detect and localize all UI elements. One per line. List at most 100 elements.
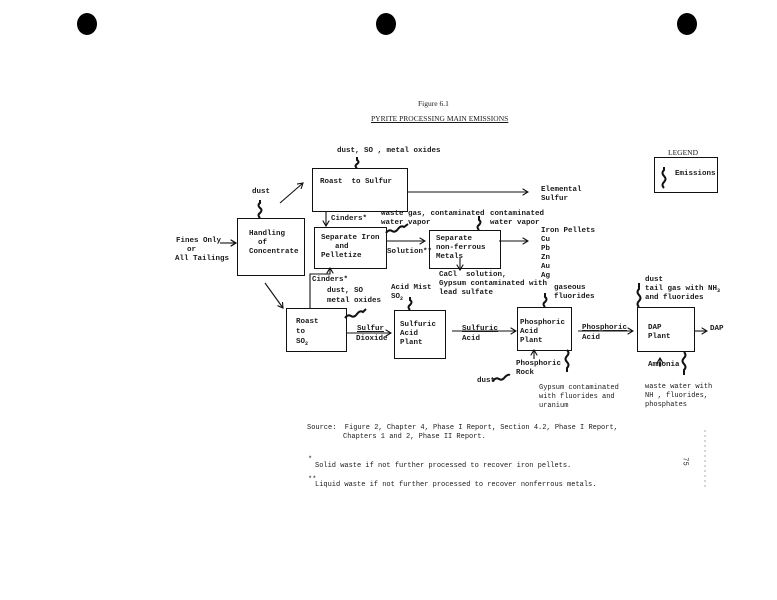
legend-heading: LEGEND bbox=[668, 148, 698, 157]
feed-label-2: or bbox=[187, 246, 197, 254]
solution-label: Solution** bbox=[387, 248, 433, 256]
emission-nonferrous-bottom-1: CaCl solution, bbox=[439, 271, 507, 279]
emission-phosphoric-dust: dust bbox=[477, 377, 496, 385]
source-line-1: Source: Figure 2, Chapter 4, Phase I Rep… bbox=[307, 424, 618, 432]
binder-hole-left bbox=[77, 13, 97, 35]
sulfuric-line1: Sulfuric bbox=[400, 321, 437, 329]
emission-roast-sulfur-text: dust, SO , metal oxides bbox=[337, 147, 441, 155]
feed-label-3: All Tailings bbox=[175, 255, 230, 263]
emission-nonferrous-top bbox=[476, 216, 482, 231]
emission-handling-label: dust bbox=[252, 188, 271, 196]
box-roast-to-sulfur bbox=[312, 168, 408, 212]
footnote-2-mark: ** bbox=[308, 476, 317, 484]
sulfuric-acid-label-1: Sulfuric bbox=[462, 325, 499, 333]
emission-sulfuric-2: SO2 bbox=[391, 293, 404, 302]
sulfuric-acid-label-2: Acid bbox=[462, 335, 481, 343]
emission-nonferrous-bottom-2: Gypsum contaminated with bbox=[439, 280, 548, 288]
phosphoric-rock-label-1: Phosphoric bbox=[516, 360, 562, 368]
legend-item-label: Emissions bbox=[675, 170, 716, 178]
metal-cu: Cu bbox=[541, 236, 551, 244]
box-phosphoric-acid-plant bbox=[517, 307, 572, 351]
emission-dap-top-text: tail gas with NH bbox=[645, 285, 718, 293]
box-handling-concentrate bbox=[237, 218, 305, 276]
emission-nonferrous-top-1: contaminated bbox=[490, 210, 545, 218]
ammonia-label: Ammonia bbox=[648, 361, 680, 369]
emission-separate-iron-2: water vapor bbox=[381, 219, 431, 227]
emission-sulfuric-so2: SO bbox=[391, 293, 401, 301]
roast-so2-line1: Roast bbox=[296, 318, 319, 326]
emission-nonferrous-bottom-3: lead sulfate bbox=[439, 289, 494, 297]
emission-dap-top bbox=[636, 283, 642, 308]
emission-arrows bbox=[257, 157, 687, 382]
emission-phosphoric-bottom-2: with fluorides and bbox=[539, 393, 615, 401]
metal-au: Au bbox=[541, 263, 551, 271]
footnote-2: Liquid waste if not further processed to… bbox=[315, 481, 597, 489]
emission-nonferrous-top-2: water vapor bbox=[490, 219, 540, 227]
emission-dap-top-2: tail gas with NH3 bbox=[645, 285, 721, 294]
emission-roast-sulfur-label: dust, SO , metal oxides bbox=[337, 147, 441, 156]
feed-label-1: Fines Only bbox=[176, 237, 222, 245]
box-separate-nonferrous bbox=[429, 230, 501, 269]
cinders-bottom-label: Cinders* bbox=[312, 276, 349, 284]
handling-line2: of bbox=[258, 239, 268, 247]
arrow-handling-roast-sulfur bbox=[279, 183, 303, 204]
emission-sulfuric-1: Acid Mist bbox=[391, 284, 432, 292]
roast-so2-line2: to bbox=[296, 328, 306, 336]
nonferrous-line2: non-ferrous bbox=[436, 244, 486, 252]
emission-legend-icon bbox=[661, 167, 667, 189]
sulfur-dioxide-label-1: Sulfur bbox=[357, 325, 385, 333]
emission-roast-so2-2: metal oxides bbox=[327, 297, 382, 305]
figure-number: Figure 6.1 bbox=[418, 99, 449, 108]
elemental-sulfur-1: Elemental bbox=[541, 186, 582, 194]
roast-so2-text: SO bbox=[296, 338, 306, 346]
emission-phosphoric-bottom-1: Gypsum contaminated bbox=[539, 384, 619, 392]
source-line-2: Chapters 1 and 2, Phase II Report. bbox=[343, 433, 486, 441]
box-sulfuric-acid-plant bbox=[394, 310, 446, 359]
roast-sulfur-label: Roast to Sulfur bbox=[320, 178, 393, 186]
footnote-1: Solid waste if not further processed to … bbox=[315, 462, 572, 470]
phosphoric-acid-label-1: Phosphoric bbox=[582, 324, 628, 332]
cinders-top-label: Cinders* bbox=[331, 215, 368, 223]
phosphoric-rock-label-2: Rock bbox=[516, 369, 535, 377]
phosphoric-line1: Phosphoric bbox=[520, 319, 566, 327]
emission-dap-bottom-2: NH , fluorides, bbox=[645, 392, 709, 400]
nonferrous-line1: Separate bbox=[436, 235, 473, 243]
emission-dap-bottom-1: waste water with bbox=[645, 383, 713, 391]
separate-iron-line3: Pelletize bbox=[321, 252, 362, 260]
emission-dap-top-3: and fluorides bbox=[645, 294, 704, 302]
phosphoric-line3: Plant bbox=[520, 337, 543, 345]
figure-title: PYRITE PROCESSING MAIN EMISSIONS bbox=[371, 114, 509, 123]
sulfur-dioxide-label-2: Dioxide bbox=[356, 335, 388, 343]
binder-hole-center bbox=[376, 13, 396, 35]
emission-dap-bottom-3: phosphates bbox=[645, 401, 688, 409]
emission-separate-iron bbox=[385, 223, 409, 234]
legend-box bbox=[654, 157, 718, 193]
emission-sulfuric bbox=[407, 297, 413, 311]
box-dap-plant bbox=[637, 307, 695, 352]
iron-pellets: Iron Pellets bbox=[541, 227, 596, 235]
emission-roast-so2-1: dust, SO bbox=[327, 287, 364, 295]
roast-so2-line3: SO2 bbox=[296, 338, 309, 347]
dap-plant-line2: Plant bbox=[648, 333, 671, 341]
handling-line3: Concentrate bbox=[249, 248, 299, 256]
box-separate-iron bbox=[314, 227, 387, 269]
arrow-cinders-bottom bbox=[309, 268, 330, 308]
emission-dap-bottom bbox=[681, 351, 687, 375]
phosphoric-line2: Acid bbox=[520, 328, 539, 336]
emission-phosphoric-top bbox=[542, 293, 548, 308]
emission-phosphoric-top-2: fluorides bbox=[554, 293, 595, 301]
elemental-sulfur-2: Sulfur bbox=[541, 195, 569, 203]
box-roast-to-so2 bbox=[286, 308, 347, 352]
metal-zn: Zn bbox=[541, 254, 551, 262]
nonferrous-line3: Metals bbox=[436, 253, 464, 261]
metal-ag: Ag bbox=[541, 272, 551, 280]
separate-iron-line1: Separate Iron bbox=[321, 234, 380, 242]
footnote-1-mark: * bbox=[308, 456, 313, 464]
dap-plant-line1: DAP bbox=[648, 324, 662, 332]
emission-phosphoric-bottom bbox=[564, 349, 570, 372]
metal-pb: Pb bbox=[541, 245, 551, 253]
binder-hole-right bbox=[677, 13, 697, 35]
emission-phosphoric-bottom-3: uranium bbox=[539, 402, 569, 410]
emission-handling bbox=[257, 200, 263, 219]
